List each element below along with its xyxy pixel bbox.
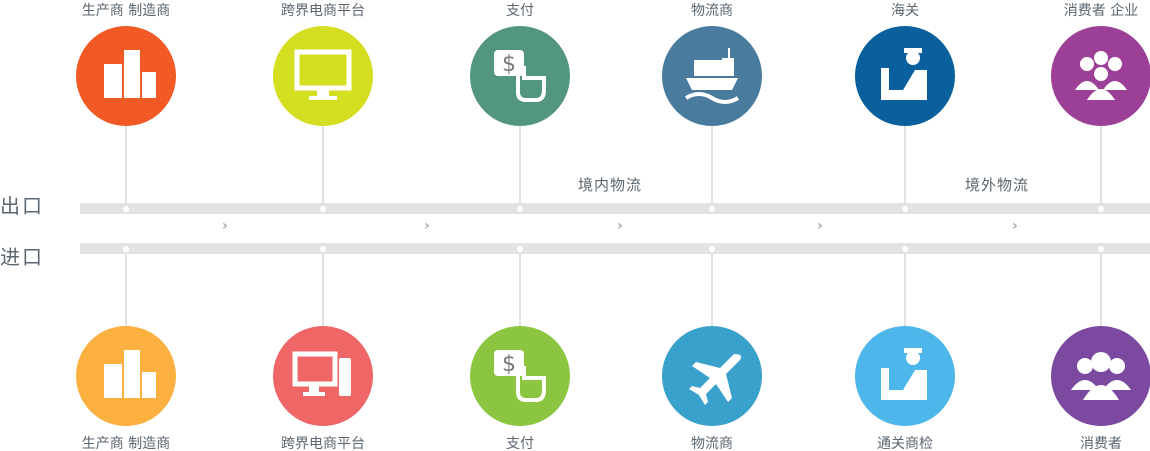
flow-arrow-icon: › (817, 218, 823, 234)
node-label: 消费者 (1080, 436, 1122, 451)
crowd-icon (1069, 44, 1133, 108)
connector-line (711, 250, 713, 326)
people-icon (1069, 344, 1133, 408)
track-dot (902, 206, 908, 212)
import-node-1[interactable] (76, 326, 176, 426)
connector-line (904, 126, 906, 208)
node-label: 生产商 制造商 (81, 436, 171, 451)
node-label: 消费者 企业 (1063, 3, 1139, 19)
svg-text:$: $ (502, 52, 516, 77)
import-node-2[interactable] (273, 326, 373, 426)
flow-arrow-icon: › (424, 218, 430, 234)
track-dot (320, 246, 326, 252)
track-dot (709, 246, 715, 252)
buildings-icon (94, 44, 158, 108)
track-dot (517, 206, 523, 212)
node-label: 支付 (506, 3, 534, 19)
connector-line (519, 250, 521, 326)
import-node-5[interactable] (855, 326, 955, 426)
node-label: 通关商检 (877, 436, 933, 451)
node-label: 物流商 (691, 436, 733, 451)
import-node-4[interactable] (662, 326, 762, 426)
track-dot (709, 206, 715, 212)
connector-line (125, 126, 127, 208)
node-label: 支付 (506, 436, 534, 451)
node-label: 生产商 制造商 (81, 3, 171, 19)
export-node-1[interactable] (76, 26, 176, 126)
track-dot (320, 206, 326, 212)
connector-line (322, 126, 324, 208)
connector-line (519, 126, 521, 208)
computer-icon (291, 344, 355, 408)
import-track (80, 243, 1150, 254)
payment-touch-icon: $ (488, 344, 552, 408)
flow-arrow-icon: › (222, 218, 228, 234)
track-dot (902, 246, 908, 252)
node-label: 物流商 (691, 3, 733, 19)
connector-line (1100, 126, 1102, 208)
flow-arrow-icon: › (617, 218, 623, 234)
track-dot (1098, 246, 1104, 252)
airplane-icon (680, 344, 744, 408)
customs-officer-icon (873, 44, 937, 108)
export-node-5[interactable] (855, 26, 955, 126)
import-label: 进口 (0, 245, 44, 269)
track-dot (1098, 206, 1104, 212)
track-dot (123, 246, 129, 252)
cargo-ship-icon (680, 44, 744, 108)
export-node-3[interactable]: $ (470, 26, 570, 126)
connector-line (322, 250, 324, 326)
export-node-6[interactable] (1051, 26, 1150, 126)
node-label: 跨界电商平台 (281, 436, 365, 451)
overseas-logistics-label: 境外物流 (965, 176, 1030, 194)
export-node-4[interactable] (662, 26, 762, 126)
svg-text:$: $ (502, 352, 516, 377)
import-node-3[interactable]: $ (470, 326, 570, 426)
flow-arrow-icon: › (1012, 218, 1018, 234)
track-dot (517, 246, 523, 252)
export-label: 出口 (0, 194, 44, 218)
track-dot (123, 206, 129, 212)
connector-line (711, 126, 713, 208)
customs-officer-icon (873, 344, 937, 408)
node-label: 海关 (891, 3, 919, 19)
export-node-2[interactable] (273, 26, 373, 126)
export-track (80, 203, 1150, 214)
connector-line (904, 250, 906, 326)
import-node-6[interactable] (1051, 326, 1150, 426)
monitor-icon (291, 44, 355, 108)
connector-line (125, 250, 127, 326)
domestic-logistics-label: 境内物流 (578, 176, 643, 194)
node-label: 跨界电商平台 (281, 3, 365, 19)
connector-line (1100, 250, 1102, 326)
buildings-icon (94, 344, 158, 408)
payment-touch-icon: $ (488, 44, 552, 108)
